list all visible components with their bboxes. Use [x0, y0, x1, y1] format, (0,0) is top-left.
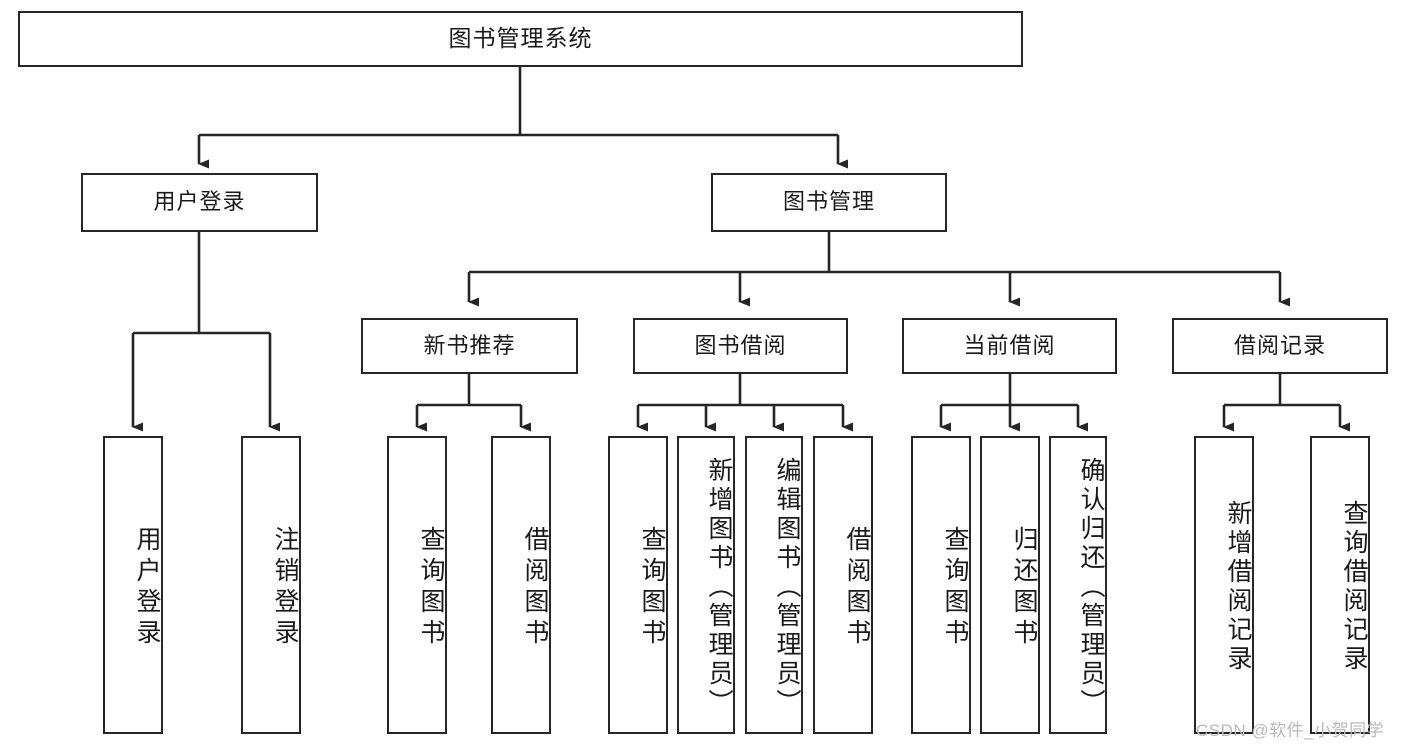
- leaf-currentborrow-query-books[interactable]: 查询图书: [911, 436, 971, 734]
- node-new-book-recommend[interactable]: 新书推荐: [361, 318, 578, 374]
- leaf-logout[interactable]: 注销登录: [241, 436, 301, 734]
- node-user-login[interactable]: 用户登录: [81, 173, 318, 232]
- leaf-currentborrow-return-books[interactable]: 归还图书: [980, 436, 1040, 734]
- node-book-borrow[interactable]: 图书借阅: [633, 318, 848, 374]
- leaf-bookborrow-borrow-books[interactable]: 借阅图书: [813, 436, 873, 734]
- leaf-user-login[interactable]: 用户登录: [103, 436, 163, 734]
- node-root-book-management-system[interactable]: 图书管理系统: [18, 11, 1023, 67]
- node-current-borrow[interactable]: 当前借阅: [902, 318, 1117, 374]
- leaf-newbook-query-books[interactable]: 查询图书: [387, 436, 447, 734]
- leaf-bookborrow-query-books[interactable]: 查询图书: [608, 436, 668, 734]
- leaf-bookborrow-add-book-admin[interactable]: 新增图书（管理员）: [677, 436, 735, 734]
- node-book-management[interactable]: 图书管理: [711, 173, 947, 232]
- leaf-borrowrecords-query-record[interactable]: 查询借阅记录: [1310, 436, 1370, 734]
- node-borrow-records[interactable]: 借阅记录: [1172, 318, 1388, 374]
- leaf-newbook-borrow-books[interactable]: 借阅图书: [491, 436, 551, 734]
- leaf-currentborrow-confirm-return-admin[interactable]: 确认归还（管理员）: [1049, 436, 1107, 734]
- csdn-watermark: CSDN @软件_小贺同学: [1196, 721, 1385, 740]
- leaf-bookborrow-edit-book-admin[interactable]: 编辑图书（管理员）: [745, 436, 803, 734]
- leaf-borrowrecords-add-record[interactable]: 新增借阅记录: [1194, 436, 1254, 734]
